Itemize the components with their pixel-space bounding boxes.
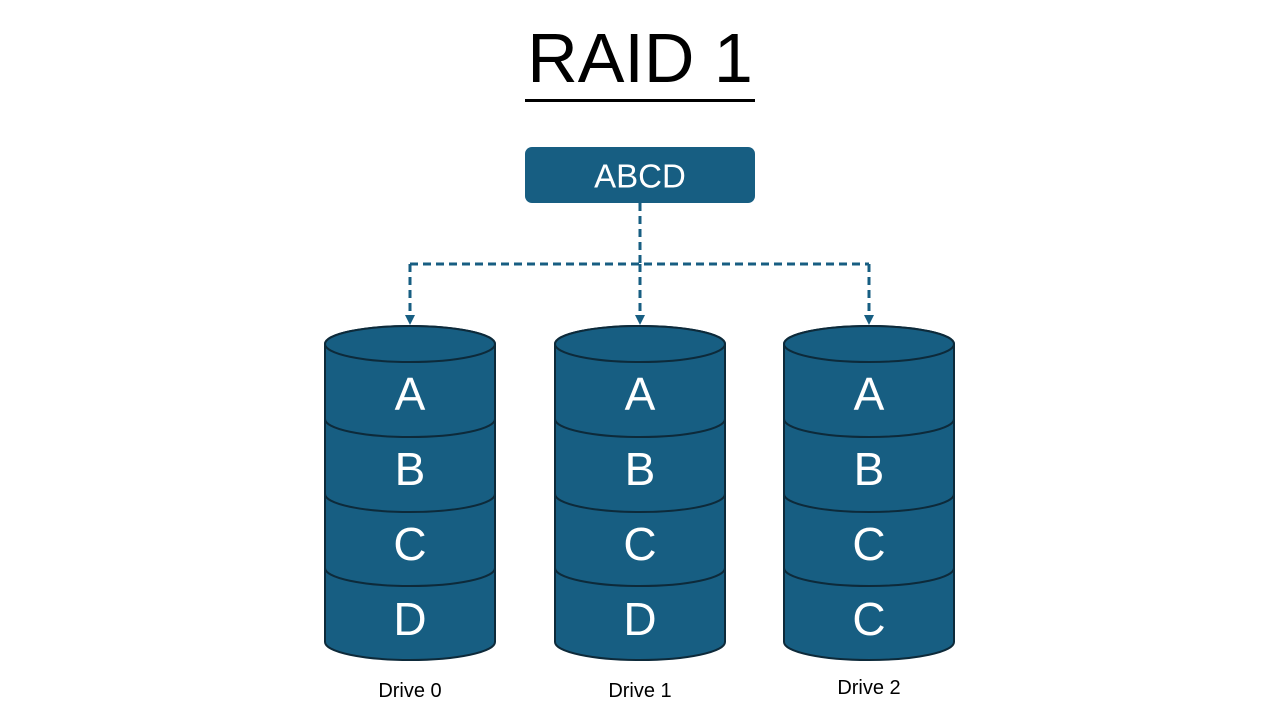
- block-label: C: [852, 518, 885, 570]
- block-label: D: [623, 593, 656, 645]
- drive-top: [783, 325, 955, 363]
- drive-separator: [783, 567, 955, 587]
- drive-1: ABCD Drive 1: [554, 325, 726, 702]
- drive-separator: [554, 493, 726, 513]
- block-label: C: [393, 518, 426, 570]
- source-box: [525, 147, 755, 203]
- block-label: A: [395, 368, 426, 420]
- block-label: A: [625, 368, 656, 420]
- connectors: [405, 203, 874, 325]
- drive-separator: [324, 567, 496, 587]
- block-label: B: [395, 443, 426, 495]
- drive-separator: [324, 493, 496, 513]
- source-label: ABCD: [594, 158, 686, 195]
- block-label: B: [625, 443, 656, 495]
- drive-separator: [554, 567, 726, 587]
- block-label: B: [854, 443, 885, 495]
- block-label: D: [393, 593, 426, 645]
- block-label: A: [854, 368, 885, 420]
- drive-label: Drive 1: [608, 680, 671, 702]
- drive-label: Drive 2: [837, 677, 900, 699]
- drive-separator: [554, 418, 726, 438]
- source-block: ABCD: [525, 147, 755, 203]
- drive-top: [324, 325, 496, 363]
- drive-0: ABCD Drive 0: [324, 325, 496, 702]
- drive-separator: [783, 493, 955, 513]
- drive-separator: [783, 418, 955, 438]
- drive-label: Drive 0: [378, 680, 441, 702]
- block-label: C: [852, 593, 885, 645]
- block-label: C: [623, 518, 656, 570]
- drive-top: [554, 325, 726, 363]
- diagram-title-text: RAID 1: [525, 19, 755, 102]
- drive-separator: [324, 418, 496, 438]
- diagram-title: RAID 1: [0, 18, 1280, 102]
